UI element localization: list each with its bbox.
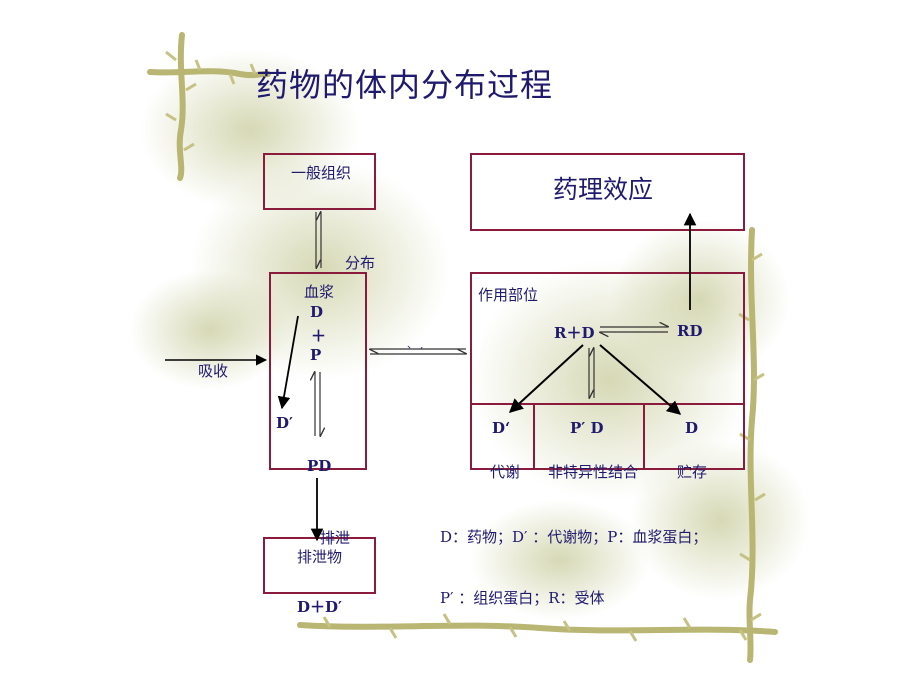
- receptor-complex-label: RD: [677, 322, 703, 340]
- transport-mark: 、 ,: [407, 340, 424, 351]
- nonspecific-binding-label: 非特异性结合: [548, 463, 639, 481]
- excreta-formula: D＋D′: [297, 598, 342, 616]
- storage-label: 贮存: [677, 463, 708, 481]
- metabolism-label: 代谢: [490, 463, 521, 481]
- pharmacological-effect-label: 药理效应: [553, 175, 654, 204]
- plasma-metabolite-label: D′: [276, 414, 293, 432]
- plasma-plus-label: ＋: [311, 327, 327, 345]
- metabolism-drug-label: D‘: [492, 419, 511, 437]
- plasma-pd-label: PD: [307, 457, 332, 475]
- binding-drug-label: P′ D: [570, 419, 604, 437]
- legend-line-2: P′ ：组织蛋白；R：受体: [440, 589, 605, 607]
- absorption-label: 吸收: [198, 362, 229, 380]
- distribution-label: 分布: [345, 254, 376, 272]
- plasma-box: [269, 272, 367, 470]
- action-site-label: 作用部位: [478, 286, 539, 304]
- plasma-label: 血浆: [304, 283, 335, 301]
- plasma-protein-label: P: [310, 346, 322, 364]
- general-tissue-box: [263, 153, 376, 210]
- plasma-metabolism-arrow: [277, 315, 299, 410]
- excretion-label: 排泄: [320, 529, 351, 547]
- to-metabolism-arrow: [508, 344, 584, 413]
- storage-cell: [643, 403, 745, 470]
- general-tissue-label: 一般组织: [291, 164, 352, 182]
- page-title: 药物的体内分布过程: [256, 66, 554, 104]
- excreta-label: 排泄物: [297, 548, 343, 566]
- storage-drug-label: D: [685, 419, 699, 437]
- receptor-drug-label: R＋D: [554, 324, 595, 342]
- plasma-drug-label: D: [310, 303, 324, 321]
- to-storage-arrow: [599, 344, 682, 415]
- pharmacological-effect-box: [470, 153, 745, 231]
- legend-line-1: D：药物；D′ ：代谢物；P：血浆蛋白；: [440, 528, 708, 546]
